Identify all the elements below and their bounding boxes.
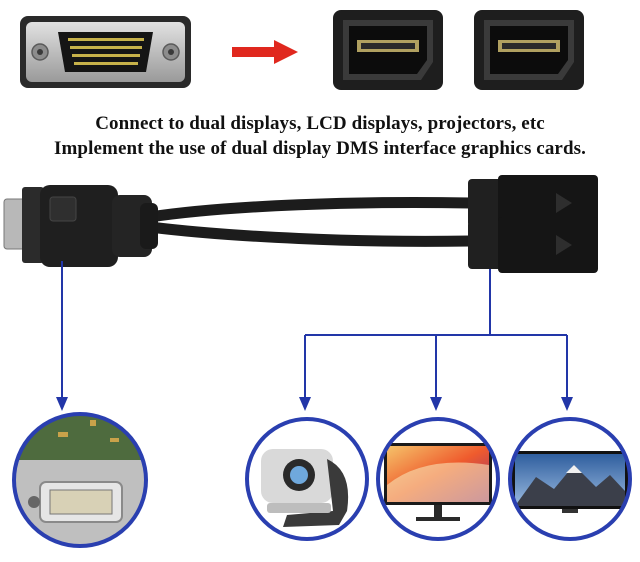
conversion-arrow-icon xyxy=(232,40,298,64)
caption-line-2: Implement the use of dual display DMS in… xyxy=(54,138,586,159)
projector-photo xyxy=(243,415,371,543)
displayport-socket-icon xyxy=(333,10,443,90)
displayport-socket-icon xyxy=(474,10,584,90)
dms-connector-icon xyxy=(18,12,193,92)
tv-photo xyxy=(506,415,634,543)
caption-line-1: Connect to dual displays, LCD displays, … xyxy=(95,113,545,134)
monitor-photo xyxy=(374,415,502,543)
y-splitter-cable xyxy=(0,165,640,425)
graphics-card-port-photo xyxy=(10,410,150,550)
